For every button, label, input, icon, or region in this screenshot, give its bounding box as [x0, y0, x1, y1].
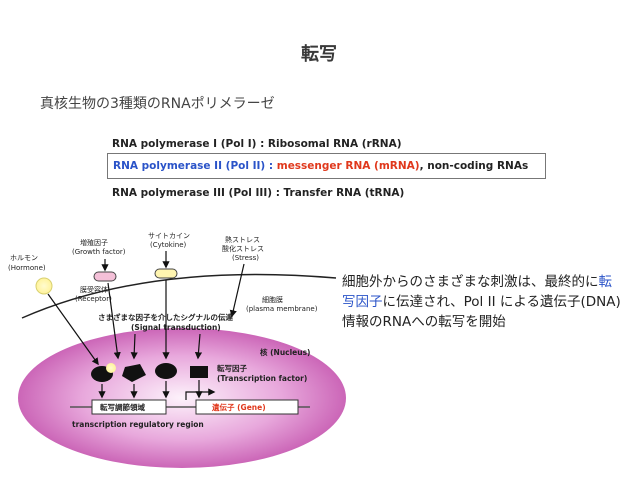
- subtitle: 真核生物の3種類のRNAポリメラーゼ: [40, 96, 275, 112]
- nucleus: [18, 328, 346, 468]
- hormone-jp-label: ホルモン: [10, 254, 38, 262]
- cytokine-en-label: (Cytokine): [150, 241, 187, 249]
- pol-ii-name: RNA polymerase II (Pol II): [113, 160, 266, 172]
- pol-i-line: RNA polymerase I (Pol I) : Ribosomal RNA…: [112, 138, 402, 150]
- description: 細胞外からのさまざまな刺激は、最終的に転写因子に伝達され、Pol II による遺…: [342, 272, 622, 332]
- nucleus-label: 核 (Nucleus): [260, 347, 311, 357]
- stress-jp1-label: 熱ストレス: [225, 235, 260, 244]
- pol-iii-line: RNA polymerase III (Pol III) : Transfer …: [112, 187, 405, 199]
- tf-glow: [106, 363, 116, 373]
- tf-shape-3: [155, 363, 177, 379]
- gene-label: 遺伝子 (Gene): [211, 402, 266, 412]
- regulatory-region-box: [91, 399, 167, 415]
- pol-ii-rest: , non-coding RNAs: [419, 160, 529, 172]
- tf-en-label: (Transcription factor): [217, 374, 307, 383]
- gene-box: [195, 399, 299, 415]
- description-part2: に伝達され、Pol II による遺伝子(DNA)情報のRNAへの転写を開始: [342, 294, 621, 330]
- cytokine-jp-label: サイトカイン: [148, 232, 190, 240]
- tf-shape-2: [122, 364, 146, 382]
- growth-en-label: (Growth factor): [72, 248, 126, 256]
- description-highlight: 転写因子: [342, 274, 612, 310]
- pol-ii-mrna: messenger RNA (mRNA): [276, 160, 420, 172]
- page-title: 転写: [301, 44, 337, 65]
- growth-receptor: [93, 271, 117, 282]
- pol-ii-colon: :: [265, 160, 277, 172]
- hormone-en-label: (Hormone): [8, 264, 46, 272]
- tss-arrow: [185, 388, 216, 400]
- hormone-circle: [35, 277, 53, 295]
- membrane-en-label: (plasma membrane): [246, 305, 318, 313]
- tf-jp-label: 転写因子: [217, 363, 247, 373]
- growth-jp-label: 増殖因子: [80, 238, 108, 247]
- tf-shape-4: [190, 366, 208, 378]
- receptor-jp-label: 膜受容体: [80, 285, 108, 294]
- pol-ii-box: RNA polymerase II (Pol II) : messenger R…: [107, 153, 546, 179]
- cytokine-receptor: [154, 268, 178, 279]
- membrane-jp-label: 細胞膜: [262, 295, 283, 304]
- regulatory-jp-label: 転写調節領域: [100, 402, 145, 412]
- stress-en-label: (Stress): [232, 254, 259, 262]
- receptor-en-label: (Receptor): [75, 295, 112, 303]
- regulatory-en-label: transcription regulatory region: [72, 420, 204, 429]
- description-part1: 細胞外からのさまざまな刺激は、最終的に: [342, 274, 599, 290]
- signal-en-label: (Signal transduction): [131, 323, 221, 332]
- stress-jp2-label: 酸化ストレス: [222, 244, 264, 253]
